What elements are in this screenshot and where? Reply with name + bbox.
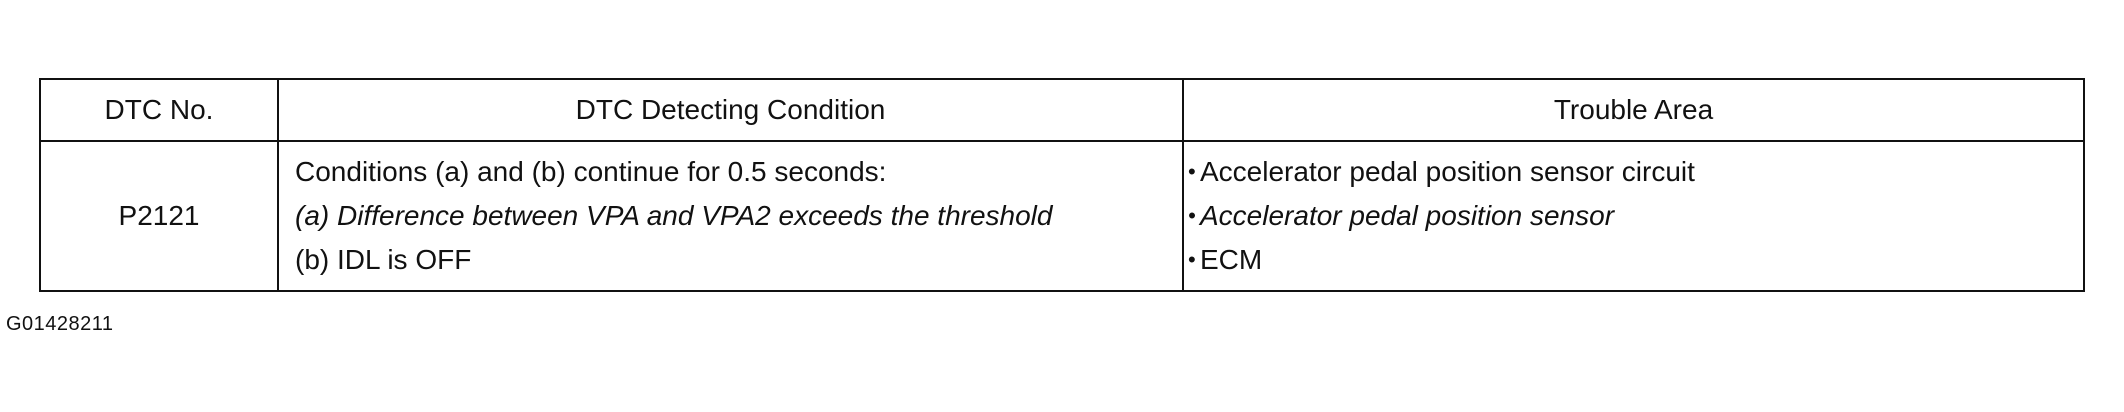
table-row: P2121 Conditions (a) and (b) continue fo… [39, 140, 2085, 292]
header-dtc-no: DTC No. [39, 78, 279, 142]
bullet-icon: • [1188, 203, 1196, 228]
header-detecting-condition: DTC Detecting Condition [277, 78, 1184, 142]
condition-line: Conditions (a) and (b) continue for 0.5 … [295, 156, 887, 187]
trouble-area-item: •Accelerator pedal position sensor [1188, 194, 2075, 238]
trouble-area-item: •ECM [1188, 238, 2075, 282]
table-header-row: DTC No. DTC Detecting Condition Trouble … [39, 78, 2085, 142]
trouble-area-item: •Accelerator pedal position sensor circu… [1188, 150, 2075, 194]
dtc-code-cell: P2121 [39, 140, 279, 292]
trouble-area-cell: •Accelerator pedal position sensor circu… [1182, 140, 2085, 292]
header-trouble-area: Trouble Area [1182, 78, 2085, 142]
bullet-icon: • [1188, 247, 1196, 272]
dtc-table: DTC No. DTC Detecting Condition Trouble … [39, 78, 2085, 292]
figure-id: G01428211 [6, 313, 114, 335]
trouble-area-text: Accelerator pedal position sensor [1200, 200, 1615, 231]
condition-cell: Conditions (a) and (b) continue for 0.5 … [277, 140, 1184, 292]
bullet-icon: • [1188, 159, 1196, 184]
trouble-area-text: ECM [1200, 244, 1263, 275]
trouble-area-text: Accelerator pedal position sensor circui… [1200, 156, 1695, 187]
condition-line: (a) Difference between VPA and VPA2 exce… [295, 200, 1053, 231]
condition-line: (b) IDL is OFF [295, 244, 472, 275]
dtc-code: P2121 [118, 200, 200, 231]
